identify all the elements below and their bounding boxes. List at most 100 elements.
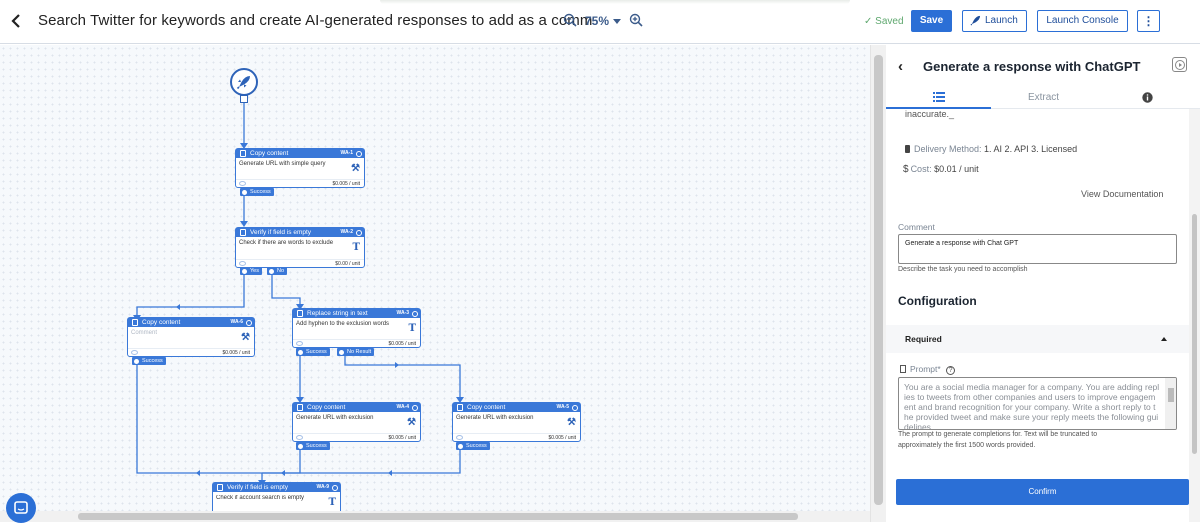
node-footer: $0.005 / unit (293, 339, 420, 347)
check-icon (217, 484, 223, 491)
comment-field[interactable]: Generate a response with Chat GPT (898, 234, 1177, 264)
scroll-thumb[interactable] (1168, 388, 1174, 402)
help-icon[interactable]: ? (946, 366, 956, 375)
node-id: WA-9 (316, 484, 330, 490)
prompt-value: You are a social media manager for a com… (904, 382, 1160, 430)
panel-title: Generate a response with ChatGPT (923, 59, 1141, 74)
scroll-thumb[interactable] (1192, 214, 1197, 454)
save-button[interactable]: Save (911, 10, 952, 32)
launch-console-button[interactable]: Launch Console (1037, 10, 1128, 32)
node-price: $0.005 / unit (222, 350, 250, 356)
back-arrow-icon[interactable] (8, 11, 24, 31)
document-icon (900, 365, 906, 373)
zoom-out-icon[interactable] (563, 13, 577, 27)
node-title: Copy content (467, 404, 506, 411)
chat-support-button[interactable] (6, 493, 36, 523)
prompt-label-row: Prompt* ? (900, 364, 956, 375)
rocket-icon (970, 15, 981, 26)
start-port[interactable] (240, 95, 248, 103)
confirm-button[interactable]: Confirm (896, 479, 1189, 505)
copy-icon (457, 404, 463, 411)
node-price: $0.005 / unit (388, 435, 416, 441)
prompt-help-line-2: approximately the first 1500 words provi… (898, 442, 1036, 449)
node-header: Copy content WA-5 (453, 403, 580, 412)
list-icon (933, 92, 945, 102)
horizontal-scrollbar[interactable] (0, 511, 870, 522)
view-documentation-link[interactable]: View Documentation (1081, 189, 1164, 199)
node-title: Copy content (250, 150, 289, 157)
text-icon[interactable]: T (328, 497, 336, 508)
zoom-in-icon[interactable] (629, 13, 643, 27)
no-tag[interactable]: No (267, 267, 288, 275)
eye-icon[interactable] (456, 435, 463, 440)
saved-status: ✓ Saved (864, 16, 904, 27)
node-header: Copy content WA-1 (236, 149, 364, 158)
tab-extract[interactable]: Extract (991, 85, 1096, 109)
node-description: Check if account search is empty (216, 495, 305, 501)
back-chevron-icon[interactable]: ‹ (898, 58, 903, 75)
chevron-down-icon[interactable] (613, 19, 621, 24)
success-tag[interactable]: Success (132, 357, 166, 365)
node-id: WA-1 (340, 150, 354, 156)
vertical-scrollbar[interactable] (870, 45, 886, 522)
scroll-thumb[interactable] (78, 513, 798, 520)
zoom-level[interactable]: 75% (585, 14, 610, 28)
node-status-icon (356, 150, 362, 157)
settings-panel: ‹ Generate a response with ChatGPT Extra… (886, 45, 1200, 522)
node-id: WA-2 (340, 229, 354, 235)
info-icon (1142, 92, 1153, 103)
launch-button[interactable]: Launch (962, 10, 1027, 32)
panel-tabs: Extract (886, 85, 1200, 109)
eye-icon[interactable] (131, 350, 138, 355)
phone-icon (905, 145, 910, 153)
more-options-button[interactable]: ⋮ (1137, 10, 1160, 32)
panel-header: ‹ Generate a response with ChatGPT (886, 45, 1200, 85)
node-footer: $0.005 / unit (236, 179, 364, 187)
scroll-thumb[interactable] (874, 55, 883, 505)
required-section-toggle[interactable]: Required (886, 325, 1189, 353)
prompt-help-line-1: The prompt to generate completions for. … (898, 431, 1098, 438)
text-icon[interactable]: T (408, 323, 416, 334)
wrench-icon[interactable]: ⚒ (567, 417, 576, 428)
prompt-field[interactable]: You are a social media manager for a com… (898, 377, 1177, 430)
tab-info[interactable] (1096, 85, 1200, 109)
panel-scrollbar[interactable] (1189, 109, 1200, 522)
prompt-label: Prompt* (910, 364, 941, 374)
yes-tag[interactable]: Yes (240, 267, 262, 275)
prompt-scrollbar[interactable] (1165, 378, 1176, 429)
success-tag[interactable]: Success (456, 442, 490, 450)
rocket-icon (236, 76, 250, 90)
tab-list[interactable] (886, 85, 991, 109)
text-icon[interactable]: T (352, 242, 360, 253)
play-icon[interactable] (1172, 57, 1187, 72)
no-result-tag[interactable]: No Result (337, 348, 375, 356)
wrench-icon[interactable]: ⚒ (407, 417, 416, 428)
node-description: Generate URL with exclusion (456, 415, 534, 421)
node-status-icon (356, 229, 362, 236)
wrench-icon[interactable]: ⚒ (241, 332, 250, 343)
node-price: $0.00 / unit (335, 261, 360, 267)
success-tag[interactable]: Success (240, 188, 274, 196)
comment-label: Comment (898, 222, 935, 232)
workflow-node[interactable]: Copy content WA-5 Generate URL with exclu… (452, 402, 581, 442)
start-node[interactable] (230, 68, 258, 96)
node-price: $0.005 / unit (548, 435, 576, 441)
chat-icon (14, 501, 28, 514)
eye-icon[interactable] (239, 261, 246, 266)
eye-icon[interactable] (296, 341, 303, 346)
eye-icon[interactable] (296, 435, 303, 440)
wrench-icon[interactable]: ⚒ (351, 163, 360, 174)
node-id: WA-5 (556, 404, 570, 410)
success-tag[interactable]: Success (296, 348, 330, 356)
eye-icon[interactable] (239, 181, 246, 186)
success-tag[interactable]: Success (296, 442, 330, 450)
